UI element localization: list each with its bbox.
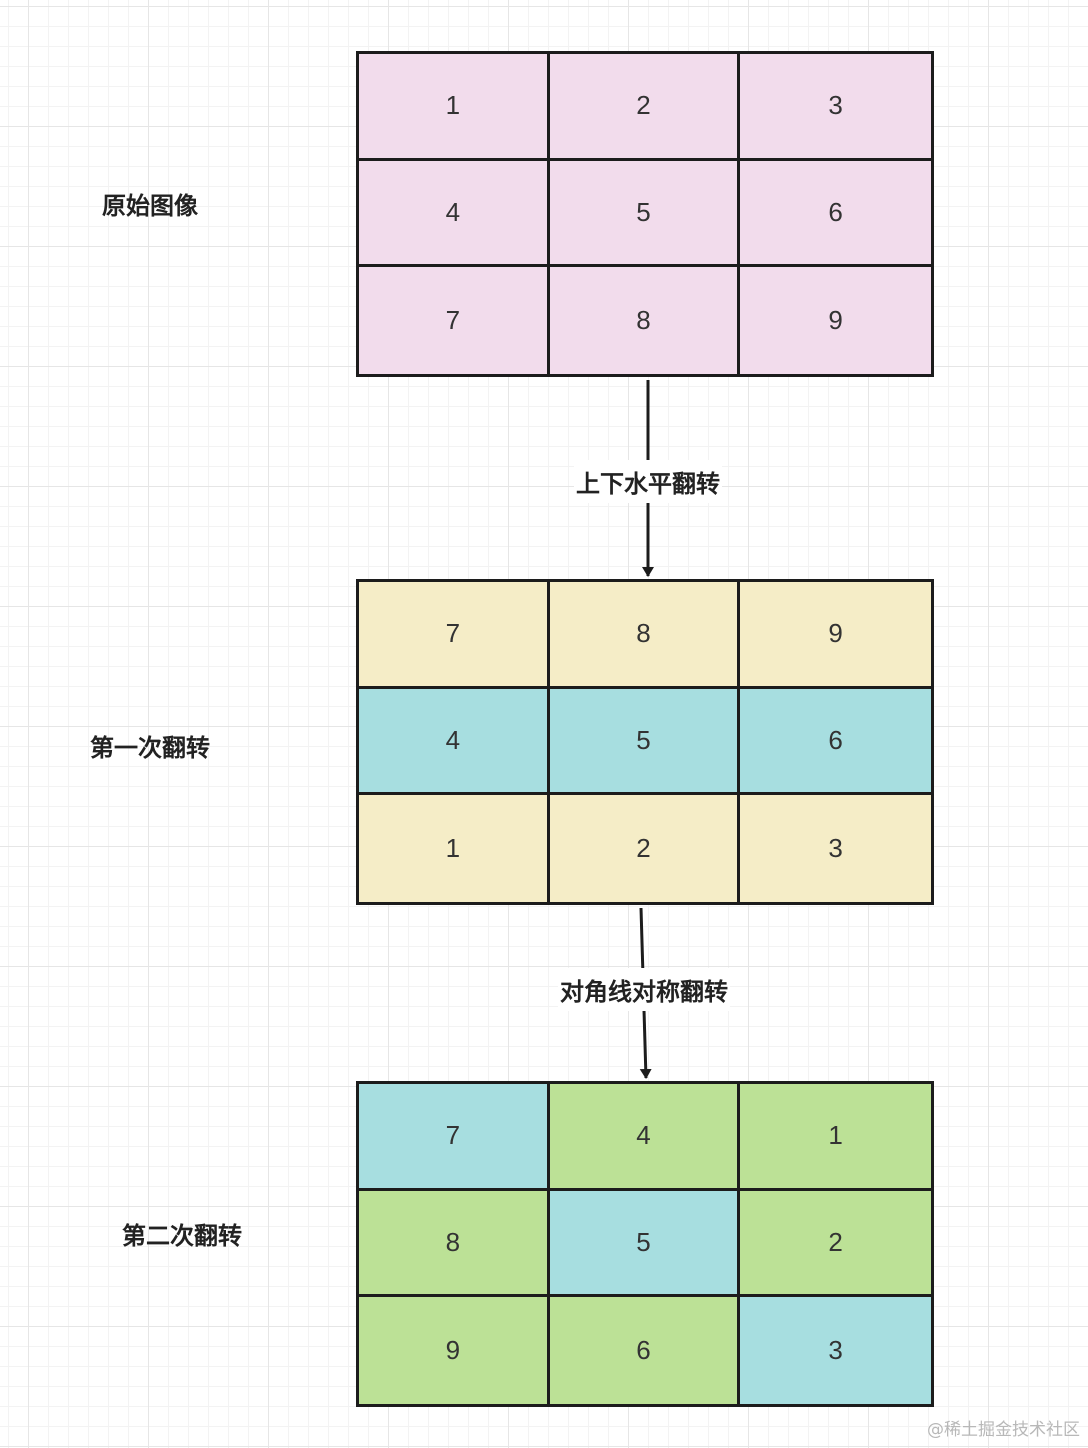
grid-cell: 8 [549,582,741,689]
grid-cell: 2 [740,1190,931,1298]
grid-cell: 1 [740,1084,931,1191]
grid-cell: 5 [549,160,741,268]
grid-cell: 4 [549,1084,741,1191]
grid-cell: 9 [740,582,931,689]
grid-cell: 2 [549,54,741,161]
grid-cell: 1 [359,54,550,161]
grid-cell: 5 [549,688,741,796]
grid-cell: 9 [740,267,931,374]
grid-cell: 3 [740,1297,931,1404]
grid-cell: 6 [740,160,931,268]
grid-cell: 2 [549,795,741,902]
stage-label-second-flip: 第二次翻转 [122,1222,242,1250]
grid-cell: 3 [740,54,931,161]
stage-label-first-flip: 第一次翻转 [90,734,210,762]
grid-cell: 7 [359,1084,550,1191]
grid-cell: 9 [359,1297,550,1404]
arrow-label-flip-diagonal: 对角线对称翻转 [558,968,730,1011]
grid-cell: 6 [740,688,931,796]
grid-cell: 1 [359,795,550,902]
grid-cell: 8 [549,267,741,374]
grid-cell: 5 [549,1190,741,1298]
grid-cell: 7 [359,582,550,689]
grid-cell: 8 [359,1190,550,1298]
grid-cell: 4 [359,160,550,268]
grid-cell: 7 [359,267,550,374]
stage-label-original: 原始图像 [102,192,198,220]
grid-cell: 6 [549,1297,741,1404]
grid-cell: 3 [740,795,931,902]
grid-cell: 4 [359,688,550,796]
arrow-label-flip-vertical: 上下水平翻转 [574,460,722,503]
watermark: @稀土掘金技术社区 [927,1420,1080,1440]
